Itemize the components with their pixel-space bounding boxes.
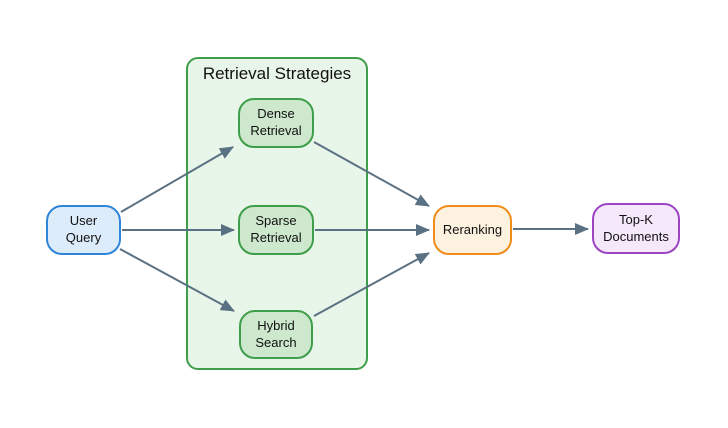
node-hybrid-search-label: Hybrid Search — [255, 317, 297, 350]
node-dense-retrieval-label: Dense Retrieval — [250, 106, 302, 138]
node-sparse-retrieval: Sparse Retrieval — [238, 205, 314, 255]
node-hybrid-search: Hybrid Search — [239, 310, 313, 359]
node-reranking: Reranking — [433, 205, 512, 255]
node-dense-retrieval: Dense Retrieval — [238, 98, 314, 148]
node-user-query: User Query — [46, 205, 121, 255]
node-top-k-documents-label: Top-K Documents — [603, 211, 669, 244]
group-title: Retrieval Strategies — [202, 64, 352, 83]
node-top-k-documents: Top-K Documents — [592, 203, 680, 254]
node-reranking-label: Reranking — [442, 221, 503, 237]
node-user-query-label: User Query — [65, 213, 102, 245]
node-sparse-retrieval-label: Sparse Retrieval — [250, 213, 302, 245]
